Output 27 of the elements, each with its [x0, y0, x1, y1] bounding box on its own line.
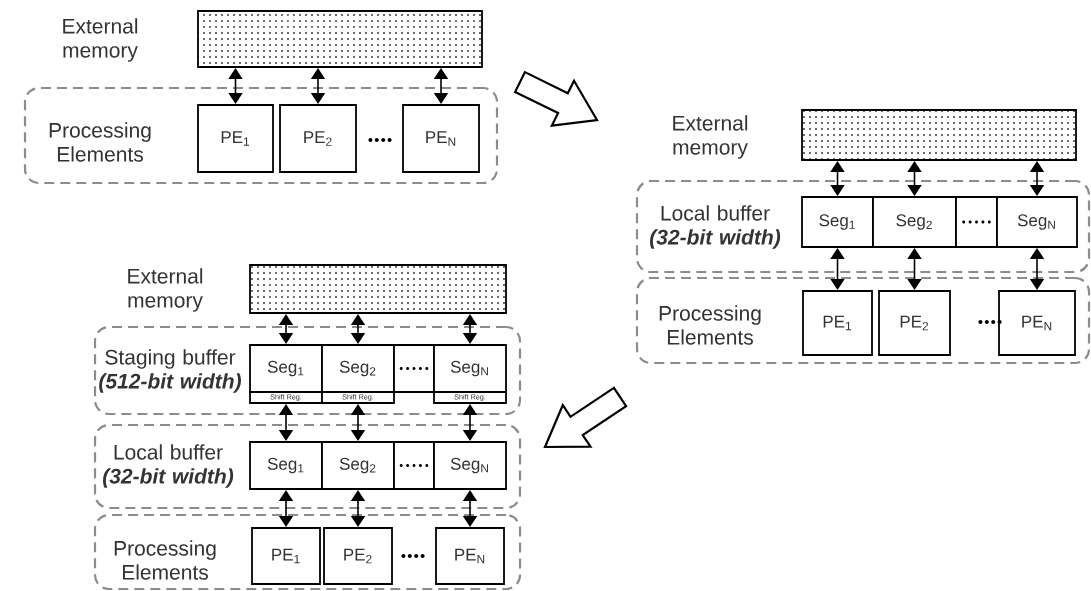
memory-label: External memory: [63, 18, 138, 62]
group-label: Local buffer (32-bit width): [103, 444, 234, 488]
cell-box: PE$_{2}$: [323, 527, 393, 585]
cell-box: [393, 441, 435, 490]
cell-box: Seg$_{1}$: [801, 196, 874, 248]
cell-box: PE$_{N}$: [402, 104, 480, 173]
cell-box: [955, 196, 998, 248]
cell-box: PE$_{N}$: [435, 527, 505, 585]
cell-box: PE$_{2}$: [279, 104, 357, 173]
group-label: Processing Elements: [114, 540, 216, 580]
cell-box: PE$_{2}$: [878, 290, 951, 356]
cell-box: PE$_{1}$: [251, 527, 321, 585]
cell-box: PE$_{1}$: [802, 290, 873, 356]
cell-box: PE$_{N}$: [998, 290, 1076, 356]
cell-box: Seg$_{N}$: [433, 441, 507, 490]
cell-box: Seg$_{2}$: [872, 196, 957, 248]
group-label: Local buffer (32-bit width): [650, 205, 781, 249]
cell-box: Seg$_{1}$: [249, 441, 323, 490]
cell-box: [393, 344, 435, 393]
cell-box: PE$_{1}$: [197, 104, 274, 173]
cell-box: Seg$_{N}$: [996, 196, 1078, 248]
group-label: Staging buffer (512-bit width): [99, 349, 241, 393]
group-label: Processing Elements: [49, 122, 151, 162]
memory-label: External memory: [673, 115, 748, 159]
group-label: Processing Elements: [659, 305, 761, 345]
memory-label: External memory: [128, 268, 203, 312]
cell-box: Seg$_{2}$: [321, 441, 395, 490]
